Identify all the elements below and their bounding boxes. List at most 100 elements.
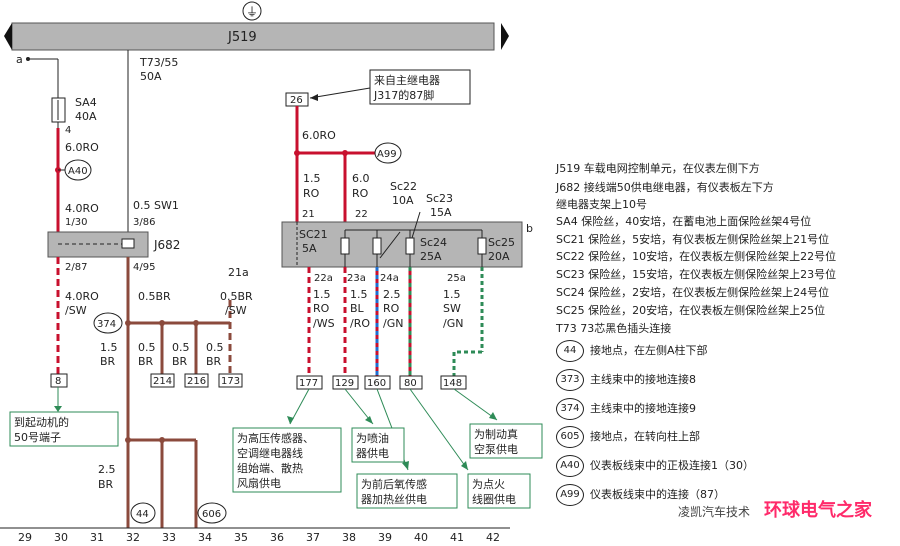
sc24-name: Sc24: [420, 236, 447, 249]
relay-pin-2: 2/87: [65, 262, 87, 273]
ruler-label: 36: [270, 531, 284, 542]
wire-15br-gauge: 1.5: [100, 341, 118, 354]
splice-374: [93, 312, 123, 334]
legend-circle-a40: A40 仪表板线束中的正极连接1（30）: [556, 455, 754, 477]
ground-606: [197, 502, 227, 524]
out-wire-1-gauge: 1.5: [313, 288, 331, 301]
legend-line-6: SC22 保险丝，10安培，在仪表板左侧保险丝架上22号位: [556, 250, 837, 263]
sc23-rating: 15A: [430, 206, 452, 219]
relay-pin-1: 1/30: [65, 217, 87, 228]
wire-4ro-top-label: 4.0RO: [65, 202, 99, 215]
splice-a99-label: A99: [377, 149, 397, 160]
ruler-label: 30: [54, 531, 68, 542]
branch3-gauge: 0.5: [206, 341, 224, 354]
callout-1-line-2: 空调继电器线: [237, 446, 303, 460]
legend-line-5: SC21 保险丝，5安培，有仪表板左侧保险丝架上21号位: [556, 233, 830, 246]
ruler-label: 41: [450, 531, 464, 542]
callout-1-line-4: 风扇供电: [237, 476, 281, 490]
legend-circle-text-a99: 仪表板线束中的连接（87）: [590, 488, 725, 501]
splice-a40-label: A40: [68, 166, 88, 177]
connector-173: [218, 373, 243, 388]
connector-129-label: 129: [335, 378, 354, 389]
ruler-label: 38: [342, 531, 356, 542]
wire-15ro-gauge: 1.5: [303, 172, 321, 185]
fuse-sa4-name: SA4: [75, 96, 97, 109]
callout-5-line-2: 空泵供电: [474, 442, 518, 456]
out-wire-1-color: RO: [313, 302, 330, 315]
connector-160-label: 160: [367, 378, 386, 389]
wire-4ro-sw-label-1: 4.0RO: [65, 290, 99, 303]
module-bar-j519: [11, 22, 495, 51]
relay-source-line-2: J317的87脚: [373, 88, 434, 102]
wire-21a-gauge: 0.5BR: [220, 290, 253, 303]
legend-badge-a40: A40: [556, 455, 584, 477]
out-wire-3-gauge: 2.5: [383, 288, 401, 301]
out-wire-2-color: BL: [350, 302, 365, 315]
sc24-rating: 25A: [420, 250, 442, 263]
callout-2-line-1: 为喷油: [356, 431, 389, 445]
legend-line-10: T73 73芯黑色插头连接: [556, 322, 672, 335]
legend-badge-605: 605: [556, 426, 584, 448]
connector-216-label: 216: [187, 376, 206, 387]
legend-badge-a99: A99: [556, 484, 584, 506]
out-pin-22a: 22a: [314, 273, 333, 284]
ground-symbol: [242, 1, 262, 21]
connector-214-label: 214: [153, 376, 172, 387]
pin-22: 22: [355, 209, 368, 220]
ground-44: [130, 502, 156, 524]
callout-5-line-1: 为制动真: [474, 427, 518, 441]
branch3-color: BR: [206, 355, 222, 368]
ruler-label: 42: [486, 531, 500, 542]
wire-25br-color: BR: [98, 478, 114, 491]
legend-line-3: 继电器支架上10号: [556, 198, 647, 211]
callout-4-line-2: 线圈供电: [472, 492, 516, 506]
relay-pin-3: 3/86: [133, 217, 155, 228]
ground-icon: ⏚: [246, 5, 258, 19]
ruler-label: 29: [18, 531, 32, 542]
out-wire-2-stripe: /RO: [350, 317, 370, 330]
ground-44-label: 44: [136, 509, 149, 520]
out-wire-4-stripe: /GN: [443, 317, 463, 330]
out-wire-4-gauge: 1.5: [443, 288, 461, 301]
callout-1: [232, 427, 342, 493]
connector-26-label: 26: [290, 95, 303, 106]
connector-t73-rating: 50A: [140, 70, 162, 83]
sc25-name: Sc25: [488, 236, 515, 249]
out-wire-1-stripe: /WS: [313, 317, 335, 330]
legend-circle-text-a40: 仪表板线束中的正极连接1（30）: [590, 459, 754, 472]
wire-05br-label: 0.5BR: [138, 290, 171, 303]
splice-a99: [374, 142, 402, 164]
legend-line-7: SC23 保险丝，15安培，在仪表板左侧保险丝架上23号位: [556, 268, 837, 281]
relay-source-box: [369, 69, 471, 105]
connector-8: [50, 373, 68, 388]
watermark-sub: 凌凯汽车技术: [677, 505, 750, 519]
sc22-name: Sc22: [390, 180, 417, 193]
sc23-name: Sc23: [426, 192, 453, 205]
point-b-label: b: [526, 222, 533, 235]
connector-214: [150, 373, 175, 388]
wire-05sw1-label: 0.5 SW1: [133, 199, 179, 212]
legend-circle-a99: A99 仪表板线束中的连接（87）: [556, 484, 725, 506]
callout-2: [351, 427, 405, 463]
relay-pin-4: 4/95: [133, 262, 155, 273]
callout-4: [467, 473, 531, 509]
branch2-color: BR: [172, 355, 188, 368]
callout-3-line-1: 为前后氧传感: [361, 477, 427, 491]
legend-badge-44: 44: [556, 340, 584, 362]
sc21-name: SC21: [299, 228, 328, 241]
connector-148-label: 148: [443, 378, 462, 389]
splice-374-label: 374: [97, 319, 116, 330]
branch2-gauge: 0.5: [172, 341, 190, 354]
legend-badge-374: 374: [556, 398, 584, 420]
wire-21a-color: /SW: [225, 304, 247, 317]
ground-606-label: 606: [202, 509, 221, 520]
wire-15br-color: BR: [100, 355, 116, 368]
wire-25br-gauge: 2.5: [98, 463, 116, 476]
note-starter-line-2: 50号端子: [14, 431, 61, 444]
